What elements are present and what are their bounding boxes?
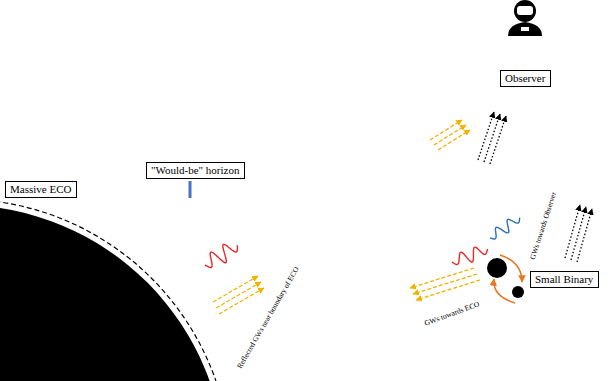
gw-arrow bbox=[577, 209, 592, 262]
box-text: "Would-be" horizon bbox=[151, 164, 240, 177]
gw-wave bbox=[205, 244, 237, 267]
gw-arrow bbox=[571, 207, 586, 260]
would-be-horizon bbox=[0, 199, 231, 381]
gw-arrow bbox=[565, 205, 580, 258]
label-box: "Would-be" horizon bbox=[146, 162, 245, 179]
leader-line bbox=[189, 181, 192, 198]
gw-wave bbox=[452, 247, 488, 264]
label-box: Observer bbox=[500, 70, 551, 87]
label-box: Small Binary bbox=[530, 271, 599, 288]
box-text: Observer bbox=[505, 72, 546, 85]
gw-arrow bbox=[484, 114, 500, 162]
label-box: Massive ECO bbox=[5, 181, 77, 198]
arrow-caption: GWs towards ECO bbox=[423, 301, 480, 328]
gw-arrow bbox=[216, 282, 261, 308]
small-binary bbox=[487, 255, 524, 303]
eco-body bbox=[0, 205, 225, 381]
gw-arrow bbox=[490, 116, 506, 164]
gw-arrow bbox=[219, 288, 264, 314]
gw-arrow bbox=[478, 112, 494, 160]
arrow-caption: GWs towards Observer bbox=[529, 191, 558, 260]
box-text: Small Binary bbox=[535, 273, 594, 286]
box-text: Massive ECO bbox=[10, 183, 72, 196]
gw-arrow bbox=[438, 130, 470, 150]
arrow-caption: Reflected GWs near boundary of ECO bbox=[236, 266, 301, 370]
observer-icon bbox=[508, 0, 542, 36]
gw-arrow bbox=[213, 276, 258, 302]
gw-wave bbox=[490, 218, 520, 239]
gw-arrow bbox=[416, 280, 480, 300]
